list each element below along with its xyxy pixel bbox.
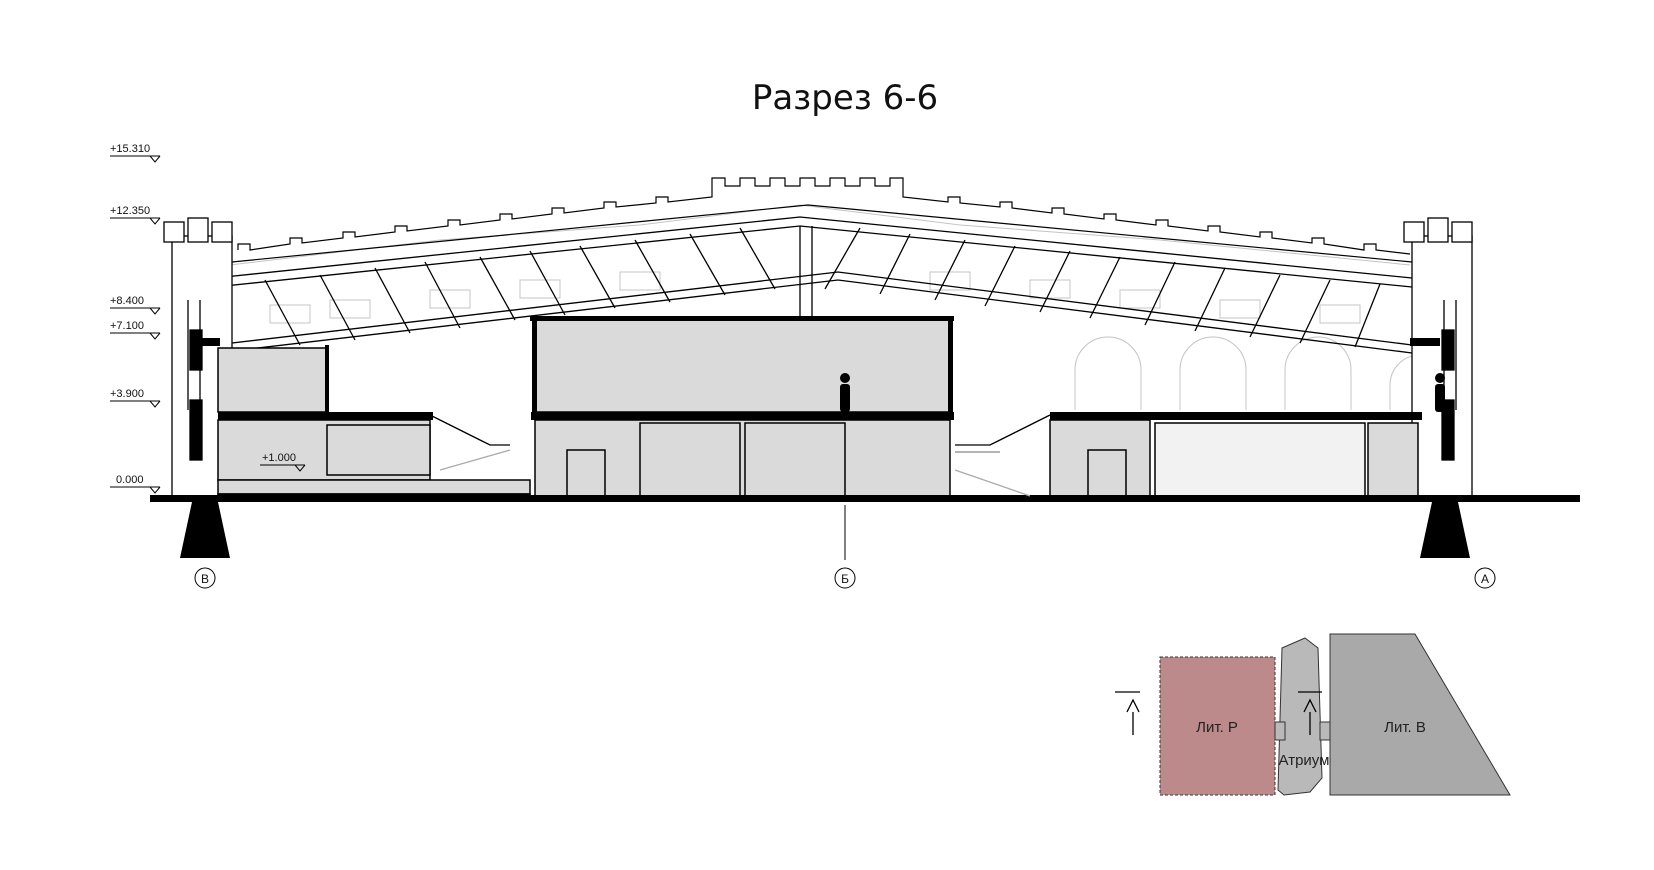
roof-truss — [214, 216, 1413, 380]
level-12350: +12.350 — [110, 205, 150, 217]
floor-slabs — [150, 316, 1580, 502]
key-plan-lit-r-shape — [1159, 656, 1276, 796]
tower-right — [1403, 217, 1473, 497]
level-marks — [110, 155, 306, 494]
level-15310: +15.310 — [110, 143, 150, 155]
key-plan-lit-v-shape — [1329, 633, 1511, 796]
axis-label-v: В — [201, 572, 209, 586]
interior-volumes — [217, 319, 1419, 497]
level-8400: +8.400 — [110, 295, 144, 307]
stairs — [429, 414, 1051, 497]
level-0000: 0.000 — [116, 474, 144, 486]
key-plan-atrium-shape — [1277, 637, 1323, 796]
key-plan-atrium: Атриум — [1279, 752, 1330, 769]
crenellated-parapet — [231, 177, 1413, 263]
axis-label-b: Б — [841, 572, 849, 586]
key-plan — [1115, 633, 1511, 796]
level-7100: +7.100 — [110, 320, 144, 332]
grid-axes — [194, 505, 1496, 589]
key-plan-lit-v: Лит. В — [1384, 719, 1426, 736]
section-arrow-icon — [1115, 691, 1322, 735]
foundations — [180, 502, 1470, 558]
drawing-title: Разрез 6-6 — [751, 78, 939, 118]
key-plan-lit-r: Лит. Р — [1196, 719, 1238, 736]
human-figures — [840, 373, 1445, 412]
level-1000: +1.000 — [262, 452, 296, 464]
axis-label-a: А — [1481, 572, 1489, 586]
level-3900: +3.900 — [110, 388, 144, 400]
